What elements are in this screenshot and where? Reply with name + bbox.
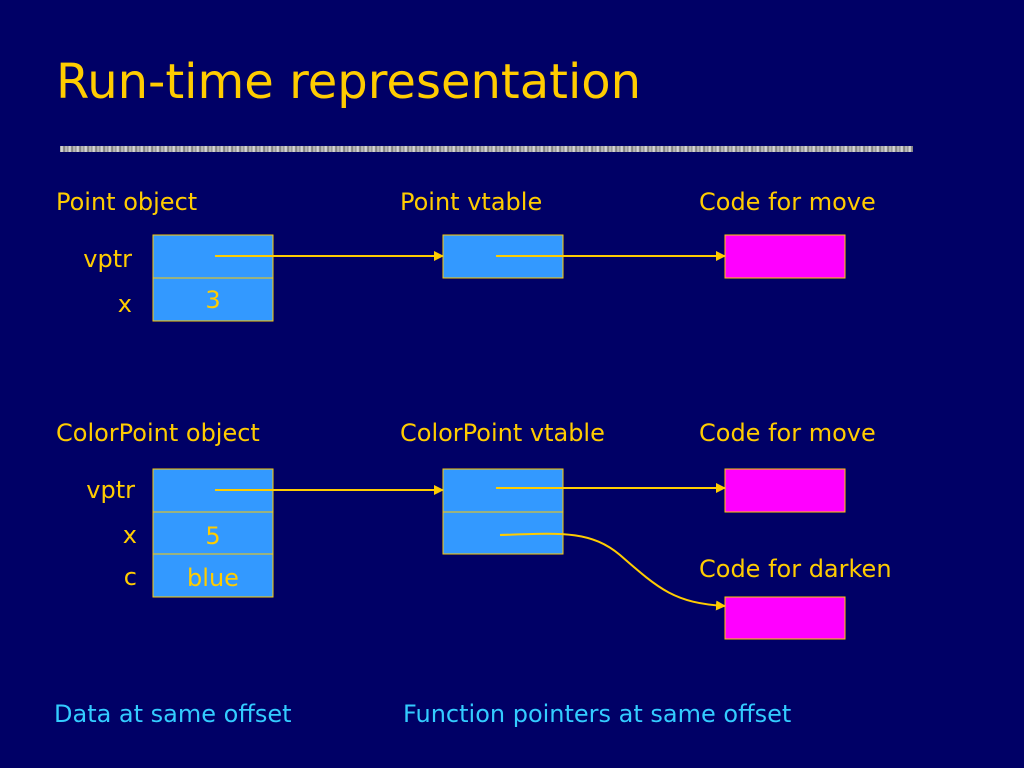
colorpoint-object-label: ColorPoint object <box>56 419 260 447</box>
title-divider <box>60 146 913 152</box>
note-function-offset: Function pointers at same offset <box>403 700 792 728</box>
colorpoint-c-cell <box>152 553 274 598</box>
colorpoint-field-vptr: vptr <box>86 476 135 504</box>
colorpoint-code-darken-box <box>724 596 846 640</box>
colorpoint-field-c: c <box>123 563 137 591</box>
colorpoint-field-x: x <box>122 521 137 549</box>
point-field-vptr: vptr <box>83 245 132 273</box>
colorpoint-vtable-label: ColorPoint vtable <box>400 419 605 447</box>
colorpoint-code-move-label: Code for move <box>699 419 876 447</box>
point-field-x: x <box>117 290 132 318</box>
colorpoint-code-darken-label: Code for darken <box>699 555 892 583</box>
colorpoint-code-move-box <box>724 468 846 513</box>
point-x-cell <box>152 277 274 322</box>
colorpoint-darken-arrow <box>499 532 726 611</box>
note-data-offset: Data at same offset <box>54 700 292 728</box>
colorpoint-vtable-move-cell <box>442 468 564 513</box>
point-code-move-label: Code for move <box>699 188 876 216</box>
point-code-move-box <box>724 234 846 279</box>
point-object-label: Point object <box>56 188 198 216</box>
slide-title: Run-time representation <box>56 54 642 110</box>
colorpoint-c-value: blue <box>187 564 239 592</box>
point-x-value: 3 <box>205 286 220 314</box>
colorpoint-x-value: 5 <box>205 522 220 550</box>
point-vtable-label: Point vtable <box>400 188 543 216</box>
